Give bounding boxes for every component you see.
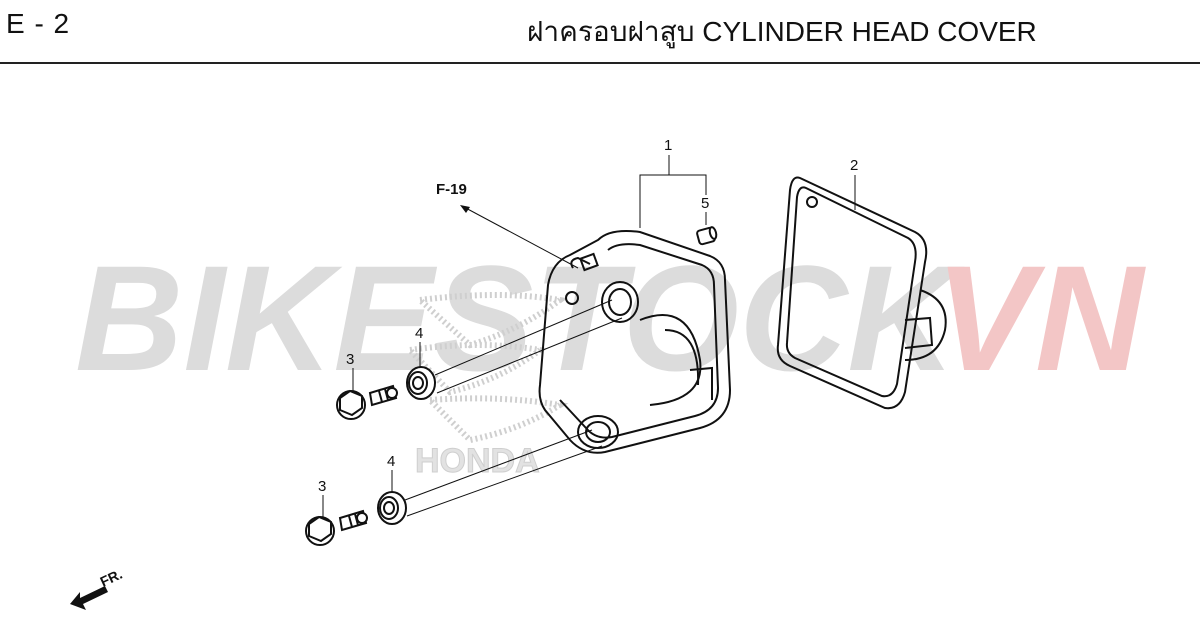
bolt-part-3-upper [336,384,398,420]
honda-logo-text: HONDA [415,442,540,480]
washer-part-4-upper [406,366,436,400]
honda-wing-logo [403,292,569,444]
dowel-pin-part-5 [696,226,718,246]
watermark-text-gray: BIKESTOCK [75,234,965,402]
reference-arrow-head [460,205,470,213]
washer-part-4-lower [377,491,407,525]
header-divider [0,62,1200,64]
callout-4-lower: 4 [387,453,395,470]
callout-3-upper: 3 [346,351,354,368]
leader-lines [322,155,856,517]
callout-2: 2 [850,157,858,174]
gasket-part-2 [776,176,947,410]
page-title: ฝาครอบฝาสูบ CYLINDER HEAD COVER [527,16,1037,47]
assembly-lines [404,299,623,517]
callout-5: 5 [701,195,709,212]
front-direction-arrow: FR. [70,566,125,610]
reference-label-f19[interactable]: F-19 [436,181,467,198]
callout-3-lower: 3 [318,478,326,495]
callout-1: 1 [664,137,672,154]
bolt-part-3-lower [305,509,368,546]
cylinder-head-cover-part-1 [538,230,732,454]
callout-4-upper: 4 [415,325,423,342]
front-direction-label: FR. [98,566,125,590]
page-code: E - 2 [6,8,71,39]
watermark: BIKESTOCK VN [75,234,1146,402]
watermark-text-red: VN [935,234,1146,402]
